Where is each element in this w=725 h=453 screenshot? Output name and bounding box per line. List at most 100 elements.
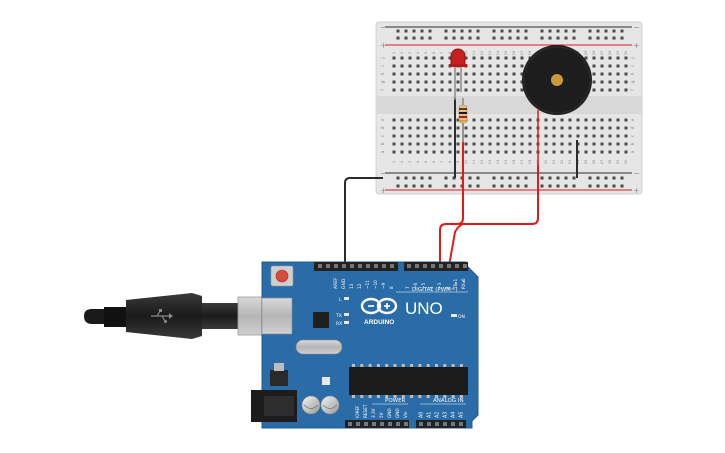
breadboard-hole[interactable] xyxy=(616,56,620,60)
breadboard-hole[interactable] xyxy=(560,150,564,154)
rail-hole[interactable] xyxy=(548,184,552,188)
rail-hole[interactable] xyxy=(540,176,544,180)
breadboard-hole[interactable] xyxy=(568,126,572,130)
wire-gnd-black[interactable] xyxy=(344,177,383,266)
breadboard-hole[interactable] xyxy=(480,56,484,60)
header-pin[interactable] xyxy=(404,422,408,426)
rail-hole[interactable] xyxy=(588,29,592,33)
header-pin[interactable] xyxy=(350,264,354,268)
breadboard-hole[interactable] xyxy=(392,150,396,154)
breadboard-hole[interactable] xyxy=(472,56,476,60)
rail-hole[interactable] xyxy=(516,36,520,40)
breadboard-hole[interactable] xyxy=(456,88,460,92)
rail-hole[interactable] xyxy=(468,29,472,33)
rail-hole[interactable] xyxy=(500,184,504,188)
breadboard-hole[interactable] xyxy=(592,134,596,138)
breadboard-hole[interactable] xyxy=(552,142,556,146)
breadboard-hole[interactable] xyxy=(504,72,508,76)
breadboard-hole[interactable] xyxy=(488,142,492,146)
breadboard-hole[interactable] xyxy=(448,126,452,130)
rail-hole[interactable] xyxy=(420,29,424,33)
breadboard-hole[interactable] xyxy=(480,142,484,146)
rail-hole[interactable] xyxy=(612,29,616,33)
rail-hole[interactable] xyxy=(476,176,480,180)
breadboard-hole[interactable] xyxy=(416,80,420,84)
breadboard-hole[interactable] xyxy=(464,126,468,130)
rail-hole[interactable] xyxy=(564,184,568,188)
breadboard-hole[interactable] xyxy=(440,118,444,122)
breadboard-hole[interactable] xyxy=(496,118,500,122)
breadboard-hole[interactable] xyxy=(600,72,604,76)
breadboard-hole[interactable] xyxy=(512,64,516,68)
breadboard-hole[interactable] xyxy=(432,64,436,68)
breadboard-hole[interactable] xyxy=(488,64,492,68)
breadboard-hole[interactable] xyxy=(512,72,516,76)
breadboard-hole[interactable] xyxy=(408,118,412,122)
rail-hole[interactable] xyxy=(604,29,608,33)
breadboard-hole[interactable] xyxy=(480,150,484,154)
breadboard-hole[interactable] xyxy=(544,118,548,122)
breadboard-hole[interactable] xyxy=(600,134,604,138)
rail-hole[interactable] xyxy=(572,176,576,180)
breadboard-hole[interactable] xyxy=(560,134,564,138)
breadboard-hole[interactable] xyxy=(592,126,596,130)
rail-hole[interactable] xyxy=(428,36,432,40)
breadboard-hole[interactable] xyxy=(600,88,604,92)
breadboard-hole[interactable] xyxy=(552,150,556,154)
rail-hole[interactable] xyxy=(564,176,568,180)
rail-hole[interactable] xyxy=(596,36,600,40)
rail-hole[interactable] xyxy=(604,176,608,180)
breadboard-hole[interactable] xyxy=(624,134,628,138)
breadboard-hole[interactable] xyxy=(608,88,612,92)
breadboard-hole[interactable] xyxy=(496,80,500,84)
breadboard-hole[interactable] xyxy=(528,118,532,122)
breadboard-hole[interactable] xyxy=(624,64,628,68)
breadboard-hole[interactable] xyxy=(392,126,396,130)
breadboard-hole[interactable] xyxy=(616,80,620,84)
breadboard-hole[interactable] xyxy=(504,118,508,122)
rail-hole[interactable] xyxy=(412,184,416,188)
breadboard-hole[interactable] xyxy=(616,118,620,122)
breadboard-hole[interactable] xyxy=(440,56,444,60)
breadboard-hole[interactable] xyxy=(408,150,412,154)
header-pin[interactable] xyxy=(390,264,394,268)
rail-hole[interactable] xyxy=(452,29,456,33)
breadboard-hole[interactable] xyxy=(400,80,404,84)
rail-hole[interactable] xyxy=(420,36,424,40)
header-pin[interactable] xyxy=(455,264,459,268)
breadboard-hole[interactable] xyxy=(472,142,476,146)
breadboard-hole[interactable] xyxy=(608,142,612,146)
breadboard-hole[interactable] xyxy=(400,118,404,122)
breadboard-hole[interactable] xyxy=(488,134,492,138)
rail-hole[interactable] xyxy=(508,176,512,180)
breadboard-hole[interactable] xyxy=(592,56,596,60)
breadboard-hole[interactable] xyxy=(608,134,612,138)
rail-hole[interactable] xyxy=(452,184,456,188)
breadboard-hole[interactable] xyxy=(512,88,516,92)
breadboard-hole[interactable] xyxy=(616,64,620,68)
rail-hole[interactable] xyxy=(548,176,552,180)
breadboard-hole[interactable] xyxy=(528,150,532,154)
rail-hole[interactable] xyxy=(492,176,496,180)
rail-hole[interactable] xyxy=(492,29,496,33)
breadboard-hole[interactable] xyxy=(488,126,492,130)
breadboard-hole[interactable] xyxy=(416,150,420,154)
breadboard-hole[interactable] xyxy=(608,150,612,154)
breadboard-hole[interactable] xyxy=(512,56,516,60)
breadboard-hole[interactable] xyxy=(424,150,428,154)
breadboard-hole[interactable] xyxy=(416,134,420,138)
breadboard-hole[interactable] xyxy=(608,118,612,122)
breadboard-hole[interactable] xyxy=(424,64,428,68)
rail-hole[interactable] xyxy=(404,29,408,33)
reset-button[interactable] xyxy=(275,269,289,283)
analog-header[interactable] xyxy=(416,420,466,428)
breadboard-hole[interactable] xyxy=(416,142,420,146)
breadboard-hole[interactable] xyxy=(616,72,620,76)
breadboard-hole[interactable] xyxy=(480,88,484,92)
breadboard-hole[interactable] xyxy=(600,56,604,60)
breadboard-hole[interactable] xyxy=(520,150,524,154)
breadboard-hole[interactable] xyxy=(496,150,500,154)
breadboard-hole[interactable] xyxy=(416,118,420,122)
resistor[interactable] xyxy=(458,98,468,124)
breadboard-hole[interactable] xyxy=(520,80,524,84)
